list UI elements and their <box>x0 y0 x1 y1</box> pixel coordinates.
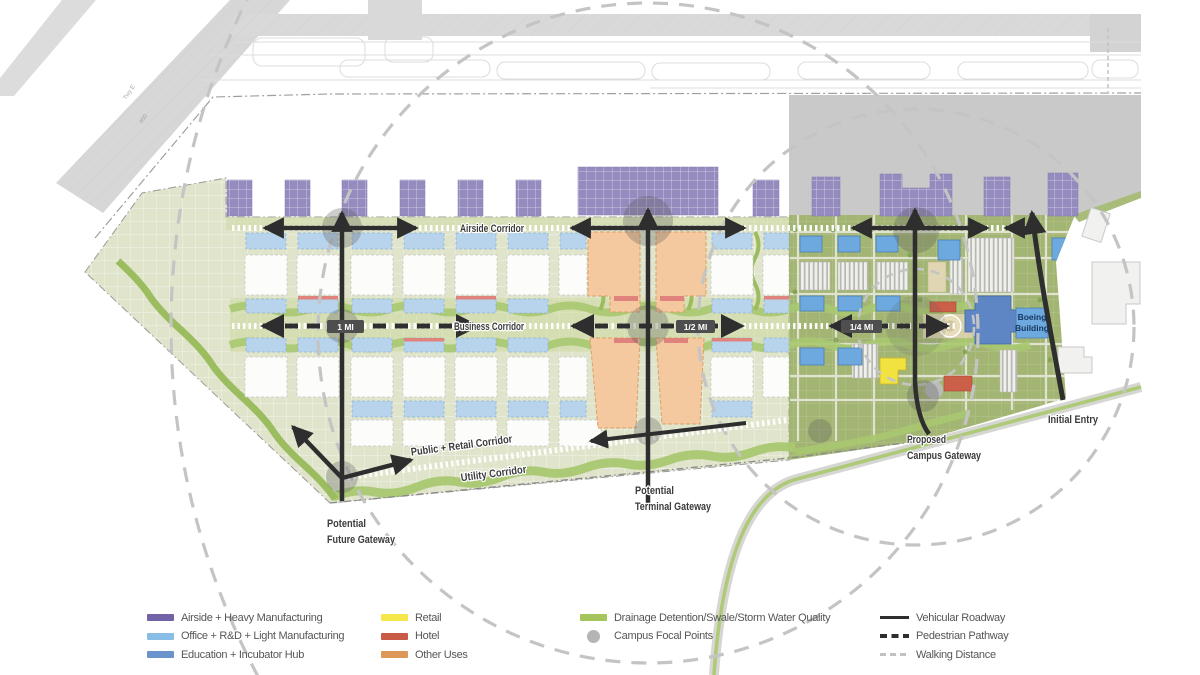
existing-buildings <box>1057 207 1141 374</box>
campus-buildings <box>792 227 1075 399</box>
office-buildings <box>799 235 1075 366</box>
legend-label: Education + Incubator Hub <box>181 648 305 661</box>
legend-item: Retail <box>381 611 468 624</box>
education-hub-building <box>964 295 1022 345</box>
hotel-swatch <box>381 632 408 640</box>
hotel-pads <box>298 296 789 342</box>
legend-label: Drainage Detention/Swale/Storm Water Qua… <box>614 611 831 624</box>
terminal-gateway-label-line2: Terminal Gateway <box>635 501 712 513</box>
legend-column-circulation: Vehicular Roadway Pedestrian Pathway Wal… <box>880 611 1009 661</box>
boeing-building-label-line2: Building <box>1015 323 1049 333</box>
future-gateway-label-line1: Potential <box>327 518 366 530</box>
legend-item: Vehicular Roadway <box>880 611 1008 624</box>
boeing-building <box>1015 307 1049 339</box>
distance-marker-1mi: 1 MI <box>337 322 354 332</box>
legend-item: Walking Distance <box>880 648 1008 661</box>
hotel-strips <box>614 296 688 343</box>
pedestrian-pathway-line-icon <box>880 634 909 638</box>
hotel-building <box>929 301 957 313</box>
education-incubator-hub-swatch <box>147 651 174 658</box>
legend-label: Hotel <box>415 630 440 642</box>
airside-buildings <box>226 166 1079 217</box>
legend-item: Drainage Detention/Swale/Storm Water Qua… <box>580 611 831 624</box>
campus-gateway-label-line2: Campus Gateway <box>907 450 982 462</box>
office-rd-light-manufacturing-swatch <box>147 632 174 640</box>
other-uses-zones <box>587 231 707 429</box>
future-gateway-label-line2: Future Gateway <box>327 534 396 546</box>
legend-item: Other Uses <box>381 648 468 661</box>
campus-focal-point-icon <box>587 629 600 643</box>
boeing-building-label-line1: Boeing <box>1018 312 1047 322</box>
boundary-road <box>709 382 1143 675</box>
initial-entry-label: Initial Entry <box>1048 414 1099 426</box>
walking-distance-line-icon <box>880 653 909 656</box>
business-corridor-label: Business Corridor <box>454 321 525 333</box>
terminal-gateway-label-line1: Potential <box>635 485 674 497</box>
campus-gateway-label-line1: Proposed <box>907 434 946 446</box>
legend-label: Airside + Heavy Manufacturing <box>181 611 323 624</box>
legend-column-amenities: Retail Hotel Other Uses <box>381 611 468 661</box>
legend-label: Campus Focal Points <box>614 630 713 642</box>
legend-item: Hotel <box>381 630 468 643</box>
legend-label: Office + R&D + Light Manufacturing <box>181 630 345 642</box>
drainage-swatch <box>580 614 607 621</box>
legend-item: Office + R&D + Light Manufacturing <box>147 630 345 643</box>
vehicular-roadways <box>262 207 1066 506</box>
legend-column-land-use: Airside + Heavy Manufacturing Office + R… <box>147 611 345 661</box>
hotel-building-2 <box>943 375 973 392</box>
retail-swatch <box>381 614 408 621</box>
legend-label: Pedestrian Pathway <box>916 630 1009 642</box>
airport-linework: Twy E 400 <box>0 0 1142 239</box>
other-uses-swatch <box>381 651 408 658</box>
legend-item: Campus Focal Points <box>580 629 830 643</box>
legend-item: Airside + Heavy Manufacturing <box>147 611 344 624</box>
taxiway-label: Twy E <box>123 84 137 101</box>
legend-item: Education + Incubator Hub <box>147 648 344 661</box>
legend-item: Pedestrian Pathway <box>880 630 1009 643</box>
airside-corridor-label: Airside Corridor <box>460 223 525 235</box>
legend-label: Other Uses <box>415 648 468 661</box>
legend-label: Vehicular Roadway <box>916 611 1006 624</box>
legend-label: Retail <box>415 611 442 624</box>
retail-building <box>879 357 907 385</box>
vehicular-roadway-line-icon <box>880 616 909 619</box>
legend-label: Walking Distance <box>916 648 996 661</box>
legend-column-environment: Drainage Detention/Swale/Storm Water Qua… <box>580 611 831 643</box>
runway-dimension-label: 400 <box>139 113 150 125</box>
distance-marker-quarter-mi: 1/4 MI <box>850 322 874 332</box>
airside-heavy-manufacturing-swatch <box>147 614 174 621</box>
distance-markers: 1 MI 1/2 MI 1/4 MI <box>327 320 882 333</box>
distance-marker-half-mi: 1/2 MI <box>684 322 708 332</box>
